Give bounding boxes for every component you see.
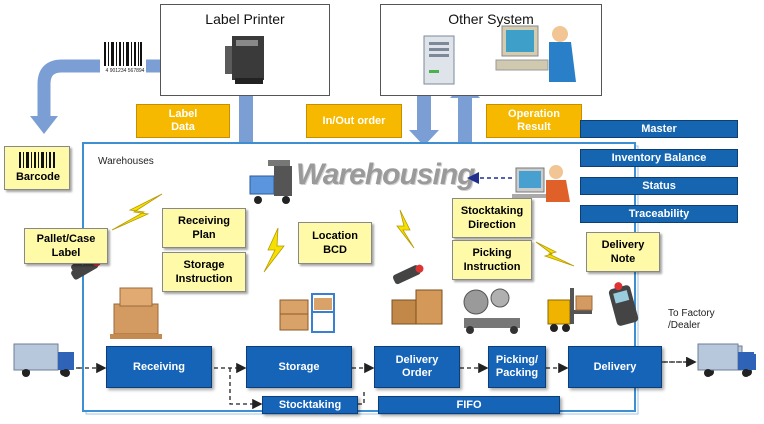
truck-incoming-icon: [13, 345, 72, 376]
barcode-digits: 4 901234 567894: [105, 68, 145, 74]
process-stocktaking: Stocktaking: [262, 396, 358, 414]
warehousing-title: Warehousing: [296, 158, 475, 191]
arrow-printer-to-barcode: [30, 59, 160, 134]
label-printer-title: Label Printer: [205, 11, 285, 27]
other-system-title: Other System: [448, 11, 534, 27]
barcode-image: [100, 38, 146, 74]
note-stocktaking-direction: Stocktaking Direction: [452, 198, 532, 238]
label-data-tag: Label Data: [136, 104, 230, 138]
process-receiving: Receiving: [106, 346, 212, 388]
barcode-mini-icon: [19, 152, 55, 168]
note-location-bcd: Location BCD: [298, 222, 372, 264]
note-pallet-case-label: Pallet/Case Label: [24, 228, 108, 264]
process-fifo: FIFO: [378, 396, 560, 414]
label-printer-box: Label Printer: [160, 4, 330, 96]
barcode-label: Barcode: [15, 171, 61, 183]
truck-outgoing-icon: [697, 345, 756, 376]
process-storage: Storage: [246, 346, 352, 388]
note-picking-instruction: Picking Instruction: [452, 240, 532, 280]
side-item-traceability: Traceability: [580, 205, 738, 223]
other-system-box: Other System: [380, 4, 602, 96]
note-storage-instruction: Storage Instruction: [162, 252, 246, 292]
process-picking-packing: Picking/ Packing: [488, 346, 546, 388]
side-item-inventory-balance: Inventory Balance: [580, 149, 738, 167]
note-receiving-plan: Receiving Plan: [162, 208, 246, 248]
process-delivery-order: Delivery Order: [374, 346, 460, 388]
destination-label: To Factory /Dealer: [668, 308, 715, 331]
note-delivery-note: Delivery Note: [586, 232, 660, 272]
process-delivery: Delivery: [568, 346, 662, 388]
operation-result-tag: Operation Result: [486, 104, 582, 138]
side-item-status: Status: [580, 177, 738, 195]
in-out-order-tag: In/Out order: [306, 104, 402, 138]
warehouses-label: Warehouses: [98, 156, 154, 167]
side-item-master: Master: [580, 120, 738, 138]
barcode-box: Barcode: [4, 146, 70, 190]
